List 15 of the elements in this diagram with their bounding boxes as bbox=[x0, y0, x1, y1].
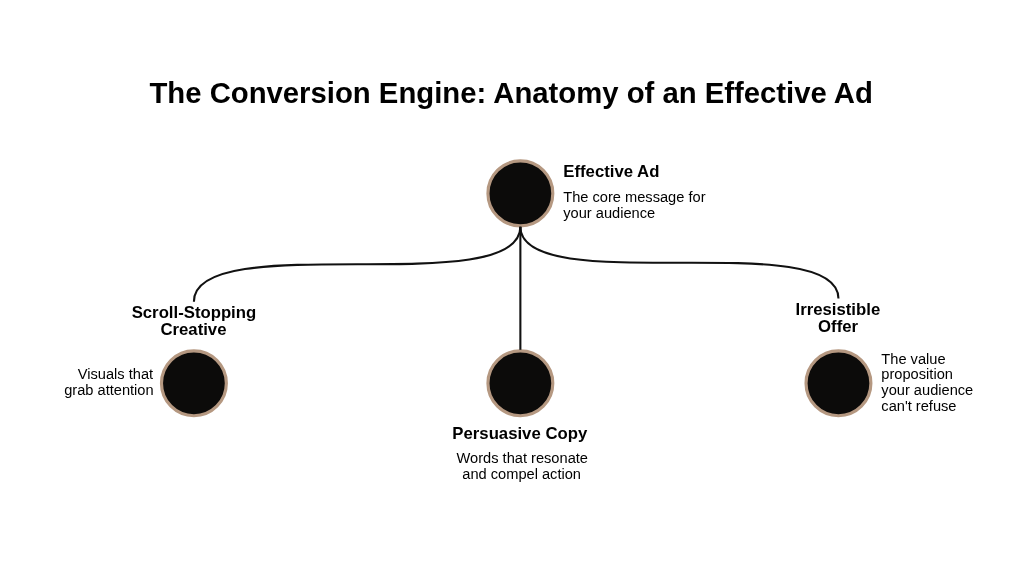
node-label: Irresistible Offer bbox=[795, 299, 881, 336]
connector bbox=[519, 226, 522, 350]
node-label: The value proposition your audience can't refuse bbox=[881, 350, 974, 414]
node-label: Effective Ad bbox=[563, 161, 660, 181]
node-label: Words that resonate and compel action bbox=[456, 449, 588, 482]
node-label: Visuals that grab attention bbox=[64, 365, 154, 398]
diagram-title: The Conversion Engine: Anatomy of an Effective Ad bbox=[149, 75, 873, 109]
node-label: The core message for your audience bbox=[563, 188, 706, 221]
node-circle bbox=[486, 348, 555, 417]
node-label: Persuasive Copy bbox=[452, 423, 588, 443]
node-circle bbox=[486, 158, 555, 227]
node-label: Scroll-Stopping Creative bbox=[131, 302, 257, 339]
connector bbox=[519, 225, 840, 299]
node-circle bbox=[804, 348, 873, 417]
node-circle bbox=[159, 348, 228, 417]
